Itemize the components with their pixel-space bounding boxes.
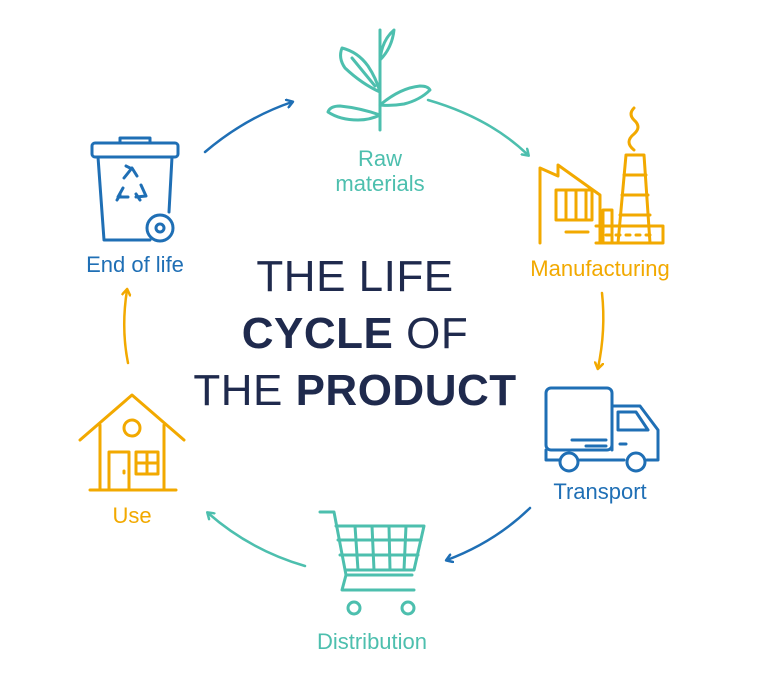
end-of-life-label: End of life [86, 252, 184, 277]
title-of: OF [406, 309, 469, 358]
recycling-bin-icon [90, 136, 180, 243]
title-line-1-text: THE LIFE [256, 252, 454, 301]
title-line-2: CYCLE OF [215, 312, 495, 356]
raw-materials-label: Raw materials [330, 146, 430, 197]
arrow-manufacturing-to-transport [598, 291, 605, 368]
title-cycle: CYCLE [241, 309, 394, 358]
manufacturing-label: Manufacturing [530, 256, 670, 281]
truck-icon [544, 386, 660, 473]
raw-materials-label-line2: materials [335, 171, 425, 197]
plant-sprout-icon [326, 28, 432, 132]
title-line-3: THE PRODUCT [180, 369, 530, 413]
house-icon [78, 393, 186, 492]
shopping-cart-icon [318, 510, 426, 616]
arrow-distribution-to-use [208, 513, 307, 568]
arrow-transport-to-distribution [447, 506, 532, 560]
use-label: Use [112, 503, 152, 528]
arrow-end-to-raw [203, 102, 292, 154]
title-the: THE [193, 366, 283, 415]
distribution-label: Distribution [316, 629, 428, 654]
title-line-1: THE LIFE [220, 255, 490, 299]
factory-icon [538, 106, 665, 245]
title-product: PRODUCT [295, 366, 517, 415]
raw-materials-label-line1: Raw [357, 146, 402, 171]
transport-label: Transport [553, 479, 647, 504]
arrow-raw-to-manufacturing [426, 98, 528, 155]
arrow-use-to-end [124, 290, 128, 365]
